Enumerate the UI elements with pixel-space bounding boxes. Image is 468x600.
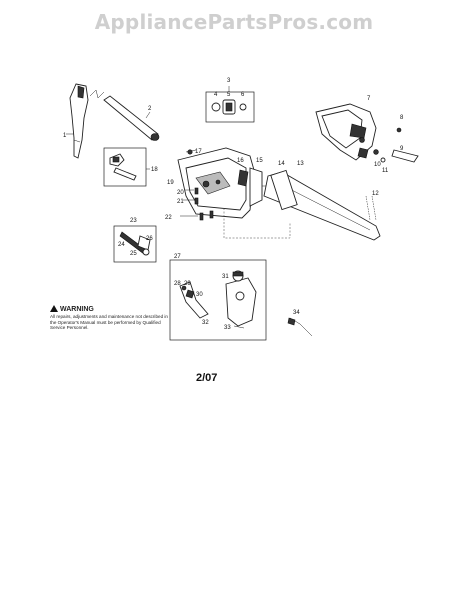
callout-7: 7 — [367, 96, 371, 102]
warning-title: WARNING — [50, 305, 170, 314]
screws — [180, 187, 214, 221]
callout-24: 24 — [118, 242, 125, 248]
callout-21: 21 — [177, 199, 184, 205]
callout-20: 20 — [177, 190, 184, 196]
part-box-23 — [113, 225, 157, 263]
callout-10: 10 — [374, 162, 381, 168]
callout-3: 3 — [227, 78, 231, 84]
callout-19: 19 — [167, 180, 174, 186]
handle-assembly — [66, 83, 105, 159]
callout-6: 6 — [241, 92, 245, 98]
callout-13: 13 — [297, 161, 304, 167]
callout-25: 25 — [130, 251, 137, 257]
callout-17: 17 — [195, 149, 202, 155]
callout-16: 16 — [237, 158, 244, 164]
callout-30: 30 — [196, 292, 203, 298]
part-box-18 — [103, 147, 150, 187]
callout-32: 32 — [202, 320, 209, 326]
callout-9: 9 — [400, 146, 404, 152]
warning-triangle-icon — [50, 305, 58, 312]
callout-34: 34 — [293, 310, 300, 316]
saw-chain — [365, 195, 377, 221]
callout-33: 33 — [224, 325, 231, 331]
callout-27: 27 — [174, 254, 181, 260]
pole-tube — [103, 95, 160, 141]
callout-15: 15 — [256, 158, 263, 164]
warning-notice: WARNING All repairs, adjustments and mai… — [50, 305, 170, 331]
warning-text: All repairs, adjustments and maintenance… — [50, 314, 168, 331]
callout-2: 2 — [148, 106, 152, 112]
watermark-text: AppliancePartsPros.com — [94, 10, 374, 34]
callout-26: 26 — [146, 236, 153, 242]
date-code: 2/07 — [196, 372, 218, 384]
callout-1: 1 — [63, 133, 67, 139]
callout-22: 22 — [165, 215, 172, 221]
callout-14: 14 — [278, 161, 285, 167]
callout-31: 31 — [222, 274, 229, 280]
callout-23: 23 — [130, 218, 137, 224]
callout-5: 5 — [227, 92, 231, 98]
callout-12: 12 — [372, 191, 379, 197]
sprocket-cover — [315, 103, 419, 163]
part-box-3 — [205, 86, 255, 123]
part-box-27 — [169, 259, 267, 341]
guide-bar — [223, 169, 381, 241]
callout-labels: 1 2 3 4 5 6 7 8 9 10 11 12 13 14 15 16 1… — [63, 78, 404, 331]
callout-8: 8 — [400, 115, 404, 121]
callout-4: 4 — [214, 92, 218, 98]
callout-11: 11 — [382, 168, 389, 174]
callout-28: 28 — [174, 281, 181, 287]
callout-18: 18 — [151, 167, 158, 173]
part-34 — [287, 317, 313, 337]
callout-29: 29 — [184, 281, 191, 287]
